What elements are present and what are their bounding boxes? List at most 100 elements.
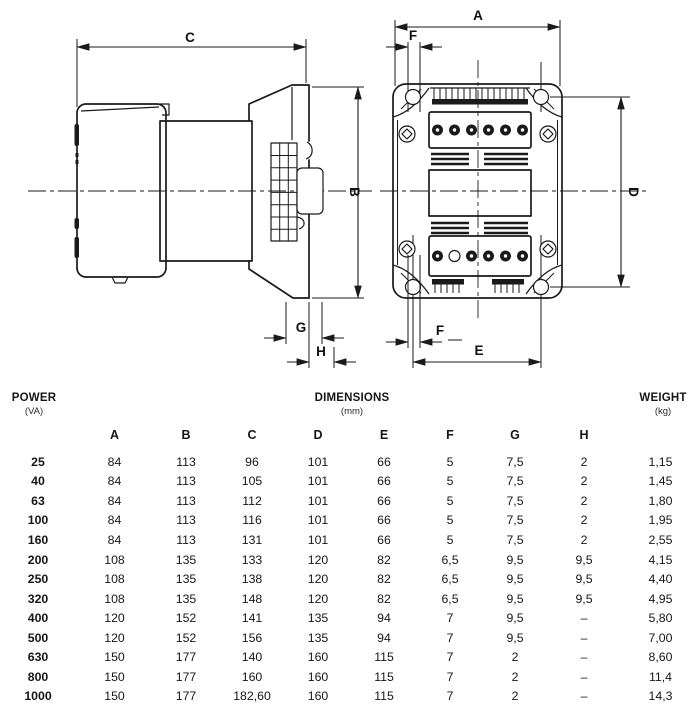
dimension-cell: 112 <box>242 493 262 508</box>
column-letter: E <box>379 428 389 442</box>
dimension-cell: 66 <box>377 532 391 547</box>
dim-label-h: H <box>316 344 326 359</box>
letters-spacer <box>621 428 700 442</box>
dimension-cell: 108 <box>104 591 125 606</box>
dimension-cell: 84 <box>107 454 122 469</box>
dimension-cell: 84 <box>107 532 122 547</box>
dimension-cell: 120 <box>307 572 329 587</box>
dimension-cell: 101 <box>307 532 329 547</box>
dimension-cell: 5 <box>446 454 454 469</box>
dimension-cell: 2 <box>580 513 588 528</box>
dimension-cell: 84 <box>107 513 122 528</box>
dimension-cell: 6,5 <box>441 552 459 567</box>
dimension-cell: 108 <box>104 552 125 567</box>
dimension-cell: 177 <box>175 650 197 665</box>
dimension-cell: 5 <box>446 513 454 528</box>
dimension-cell: 6,5 <box>441 572 459 587</box>
din-clip <box>296 167 324 215</box>
power-unit: (VA) <box>24 406 44 417</box>
dimension-cell: 101 <box>307 474 329 489</box>
weight-cell: 1,95 <box>648 513 673 528</box>
dimension-cell: 66 <box>377 474 391 489</box>
dimension-cell: 120 <box>307 591 329 606</box>
dim-label-g: G <box>296 320 307 335</box>
dimension-cell: 115 <box>374 650 394 665</box>
dimension-cell: 82 <box>377 591 391 606</box>
dimension-cell: 105 <box>241 474 263 489</box>
dimension-cell: 2 <box>511 669 519 684</box>
dimension-cell: 2 <box>511 689 519 704</box>
dimension-cell: 2 <box>580 532 588 547</box>
dimension-cell: 160 <box>307 650 329 665</box>
transformer-body <box>392 83 563 299</box>
bracket-top <box>248 84 310 142</box>
dimension-cell: 6,5 <box>441 591 459 606</box>
weight-cell: 7,00 <box>648 630 673 645</box>
dimension-cell: 2 <box>580 493 588 508</box>
dimension-cell: 101 <box>307 454 329 469</box>
mounting-tab <box>525 87 563 118</box>
dimension-cell: 5 <box>446 474 454 489</box>
dimension-cell: 160 <box>241 669 263 684</box>
dimension-cell: 9,5 <box>575 572 593 587</box>
power-cell: 250 <box>27 572 49 587</box>
dimension-cell: 138 <box>241 572 263 587</box>
dimension-cell: 5 <box>446 532 454 547</box>
power-cell: 320 <box>27 591 49 606</box>
dim-label-c: C <box>185 30 195 45</box>
dimension-cell: 135 <box>175 572 197 587</box>
dimension-cell: 113 <box>176 454 196 469</box>
dimension-cell: 7 <box>446 669 454 684</box>
dimension-cell: 177 <box>175 669 197 684</box>
column-letter: A <box>109 428 120 442</box>
mounting-tab <box>392 87 430 118</box>
dimension-cell: 9,5 <box>506 572 524 587</box>
dimension-cell: 9,5 <box>575 591 593 606</box>
power-cell: 800 <box>27 669 49 684</box>
bracket-bottom <box>248 260 310 299</box>
column-letter: H <box>579 428 589 442</box>
dimension-cell: 135 <box>175 591 197 606</box>
dimension-cell: – <box>580 630 588 645</box>
power-cell: 200 <box>27 552 49 567</box>
terminal-block-bottom <box>428 235 532 277</box>
column-letter: C <box>247 428 257 442</box>
dimension-cell: 120 <box>104 630 125 645</box>
dimension-cell: 131 <box>241 532 263 547</box>
dimension-cell: 148 <box>241 591 263 606</box>
dimension-cell: 82 <box>377 552 391 567</box>
dimension-cell: 9,5 <box>506 552 524 567</box>
power-cell: 1000 <box>24 689 52 704</box>
dimension-cell: 135 <box>307 630 329 645</box>
dimension-cell: 7 <box>446 689 454 704</box>
column-letter: D <box>313 428 323 442</box>
weight-cell: 4,15 <box>648 552 673 567</box>
weight-cell: 1,45 <box>648 474 673 489</box>
terminal-block-top <box>428 111 532 149</box>
weight-header: WEIGHT <box>639 392 687 404</box>
dimension-cell: 66 <box>377 513 391 528</box>
dimension-cell: 116 <box>242 513 262 528</box>
dimension-cell: 133 <box>241 552 263 567</box>
serrated-rail <box>270 142 298 242</box>
dim-label-f-bottom: F <box>436 323 444 338</box>
terminal-teeth-bottom <box>432 279 524 293</box>
dimension-cell: 7,5 <box>506 532 524 547</box>
dim-label-e: E <box>474 343 483 358</box>
dimension-cell: 9,5 <box>506 611 524 626</box>
weight-cell: 5,80 <box>648 611 673 626</box>
dimension-cell: 2 <box>580 454 588 469</box>
dimension-cell: 2 <box>580 474 588 489</box>
dimension-cell: – <box>580 650 588 665</box>
weight-unit: (kg) <box>654 406 672 417</box>
